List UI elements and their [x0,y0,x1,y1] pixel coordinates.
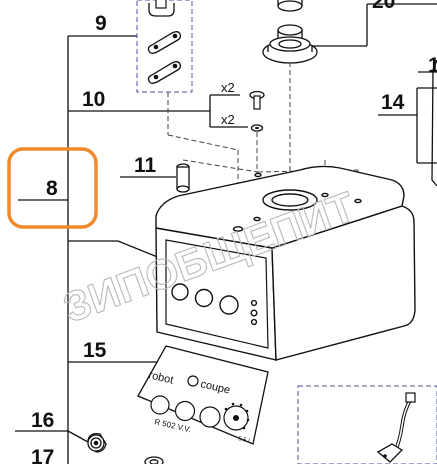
part-16-knob [87,432,107,453]
part-17-nut [144,456,164,464]
callout-9: 9 [95,12,107,35]
callout-8: 8 [46,177,58,200]
wiring-box [297,385,437,464]
quantity-label: x2 [221,80,235,95]
quantity-label: x2 [221,112,235,127]
brand-logo-icon [187,375,199,387]
callout-16: 16 [31,409,54,432]
callout-1x: 1 [428,54,437,77]
callout-15: 15 [83,339,107,362]
plate-brand-left: robot [147,369,174,386]
part-10-screws: x2 x2 [209,80,265,132]
plate-code: 5.5 L [238,436,253,445]
callout-20: 20 [372,0,395,13]
part-14-panel [431,59,437,187]
callout-14: 14 [381,91,405,114]
part-15-control-plate: robot coupe R 502 V.V. 5.5 L [137,345,269,445]
part-20-coupling [262,0,318,64]
callout-labels: 9 10 11 8 14 15 16 17 20 1 [31,0,437,464]
leader-lines [15,3,437,464]
part-8-housing [155,165,416,361]
part-9-group [136,0,193,93]
callout-10: 10 [82,88,105,111]
callout-11: 11 [134,154,157,177]
callout-17: 17 [31,446,54,464]
part-11-pin [176,163,190,193]
highlight-box [7,147,98,229]
